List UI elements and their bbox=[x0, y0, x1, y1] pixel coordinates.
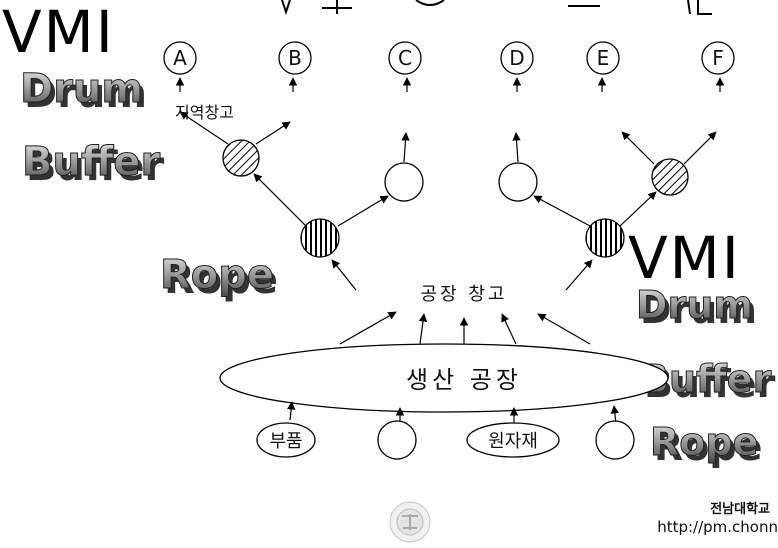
wordart-left: Drum Drum Buffer Buffer Rope Rope bbox=[20, 66, 279, 304]
distribution-center-left bbox=[300, 218, 340, 258]
university-emblem-icon bbox=[389, 501, 431, 543]
customer-label-e: E bbox=[597, 46, 610, 70]
customer-label-b: B bbox=[288, 46, 302, 70]
wordart-drum-left-face: Drum bbox=[20, 66, 143, 112]
distribution-arrows bbox=[253, 173, 657, 227]
regional-warehouse-label: 지역창고 bbox=[175, 103, 234, 122]
regional-warehouse-hatched-left bbox=[222, 139, 260, 177]
customer-node-d bbox=[500, 41, 534, 75]
customer-label-c: C bbox=[398, 46, 412, 70]
customer-label-f: F bbox=[712, 46, 724, 70]
customer-node-f bbox=[701, 41, 735, 75]
wordart-drum-right: Drum bbox=[640, 288, 757, 332]
customer-node-a bbox=[163, 41, 197, 75]
wordart-buffer-left: Buffer bbox=[26, 144, 164, 190]
plant-to-warehouse-arrows bbox=[339, 311, 591, 345]
supplier-raw-materials-label: 원자재 bbox=[488, 431, 538, 452]
wordart-rope-left: Rope bbox=[164, 257, 278, 303]
footer-university: 전남대학교 bbox=[710, 502, 770, 517]
customer-node-b bbox=[278, 41, 312, 75]
customer-labels: A B C D E F bbox=[173, 46, 724, 70]
regional-warehouse-hatched-right bbox=[651, 158, 689, 196]
customer-node-c bbox=[388, 41, 422, 75]
wordart-drum-left: Drum bbox=[24, 71, 147, 117]
production-plant-label: 생산 공장 bbox=[406, 366, 522, 394]
wordart-rope-right-face: Rope bbox=[650, 420, 758, 464]
supplier-empty-1 bbox=[377, 420, 417, 460]
wordart-buffer-right: Buffer bbox=[644, 362, 776, 406]
footer-url[interactable]: http://pm.chonn bbox=[657, 518, 778, 536]
distribution-center-right bbox=[585, 218, 625, 258]
vmi-title-left: VMI bbox=[2, 0, 115, 66]
vmi-title-right: VMI bbox=[628, 224, 741, 292]
customer-label-d: D bbox=[509, 46, 524, 70]
wordart-drum-right-face: Drum bbox=[636, 283, 753, 327]
customer-label-a: A bbox=[173, 46, 187, 70]
wordart-rope-left-face: Rope bbox=[160, 252, 274, 298]
production-plant bbox=[219, 343, 669, 413]
supplier-raw-materials bbox=[466, 422, 560, 458]
factory-to-dc-arrows bbox=[331, 259, 593, 291]
customer-arrows bbox=[175, 77, 725, 92]
wordart-buffer-left-face: Buffer bbox=[22, 139, 160, 185]
customer-node-e bbox=[586, 41, 620, 75]
factory-warehouse-label: 공장 창고 bbox=[421, 284, 508, 305]
regional-arrows bbox=[179, 111, 717, 165]
wordart-rope-right: Rope bbox=[654, 425, 762, 469]
regional-warehouse-empty-1 bbox=[384, 162, 424, 202]
supplier-parts-label: 부품 bbox=[269, 431, 302, 452]
cropped-title-fragment bbox=[281, 0, 712, 16]
supplier-parts bbox=[256, 422, 316, 458]
customer-nodes bbox=[163, 41, 735, 75]
regional-warehouse-empty-2 bbox=[498, 162, 538, 202]
supplier-empty-2 bbox=[595, 420, 635, 460]
